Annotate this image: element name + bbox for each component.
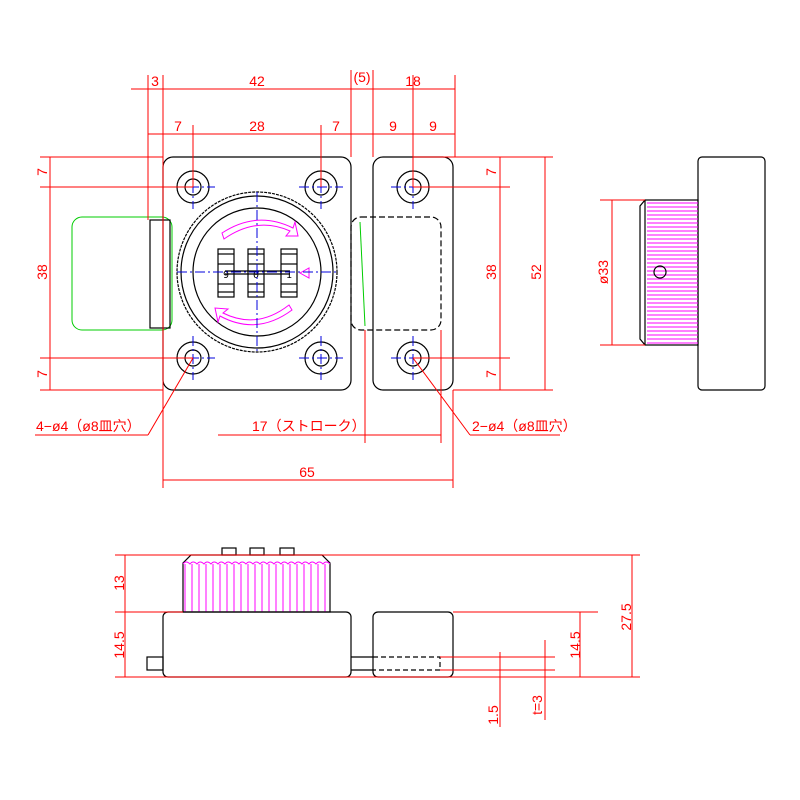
dim-38: 38 bbox=[483, 264, 499, 280]
top-dimension-labels: 3 42 (5) 18 7 28 7 9 9 7 38 7 7 38 7 52 … bbox=[34, 69, 611, 480]
wheel-tab bbox=[279, 547, 295, 556]
callout-holes-right: 2−ø4（ø8皿穴） bbox=[472, 418, 577, 434]
dim-3: 3 bbox=[151, 73, 159, 89]
dim-dia-33: ø33 bbox=[595, 260, 611, 284]
dim-52: 52 bbox=[528, 264, 544, 280]
dim-1-5: 1.5 bbox=[485, 705, 501, 725]
dim-27-5: 27.5 bbox=[618, 603, 634, 630]
front-view bbox=[146, 547, 454, 678]
callout-stroke: 17（ストローク） bbox=[252, 418, 366, 434]
dim-9: 9 bbox=[389, 118, 397, 134]
dim-14-5: 14.5 bbox=[567, 631, 583, 658]
wheel-digit: 9 bbox=[223, 270, 229, 281]
wheel-tab bbox=[249, 547, 265, 556]
front-dimension-labels: 13 14.5 14.5 27.5 1.5 t=3 bbox=[111, 575, 634, 725]
bolt-edge bbox=[359, 221, 366, 327]
hidden-bolt-left bbox=[71, 216, 173, 331]
rotate-arrow-bottom bbox=[214, 304, 293, 326]
side-view-body bbox=[697, 156, 766, 391]
dim-28: 28 bbox=[249, 118, 265, 134]
dim-7: 7 bbox=[174, 118, 182, 134]
dim-14-5: 14.5 bbox=[111, 631, 127, 658]
dim-18: 18 bbox=[405, 73, 421, 89]
dim-65: 65 bbox=[299, 464, 315, 480]
dim-7: 7 bbox=[332, 118, 340, 134]
dim-5: (5) bbox=[353, 69, 370, 85]
side-pin bbox=[653, 265, 667, 279]
dim-42: 42 bbox=[249, 73, 265, 89]
dim-38: 38 bbox=[34, 264, 50, 280]
combination-wheel[interactable]: 1 bbox=[280, 248, 298, 298]
wheel-digit: 0 bbox=[253, 270, 259, 281]
dimension-lines bbox=[35, 70, 645, 488]
rotate-arrow-top bbox=[221, 219, 299, 240]
pointer-mark bbox=[298, 267, 310, 279]
bolt-stub bbox=[149, 219, 171, 329]
combination-wheel[interactable]: 9 bbox=[217, 248, 235, 298]
top-view: 9 0 1 bbox=[71, 156, 766, 391]
lock-body-front bbox=[162, 611, 352, 678]
dim-7: 7 bbox=[483, 168, 499, 176]
dim-7: 7 bbox=[483, 370, 499, 378]
dim-7: 7 bbox=[34, 370, 50, 378]
dim-13: 13 bbox=[111, 575, 127, 591]
dim-9: 9 bbox=[429, 118, 437, 134]
callout-holes-left: 4−ø4（ø8皿穴） bbox=[36, 418, 141, 434]
dim-thickness: t=3 bbox=[529, 695, 545, 715]
wheel-digit: 1 bbox=[286, 270, 292, 281]
dim-7: 7 bbox=[34, 168, 50, 176]
wheel-tab bbox=[221, 547, 237, 556]
strike-body-front bbox=[372, 611, 454, 678]
combination-wheel[interactable]: 0 bbox=[247, 248, 265, 298]
